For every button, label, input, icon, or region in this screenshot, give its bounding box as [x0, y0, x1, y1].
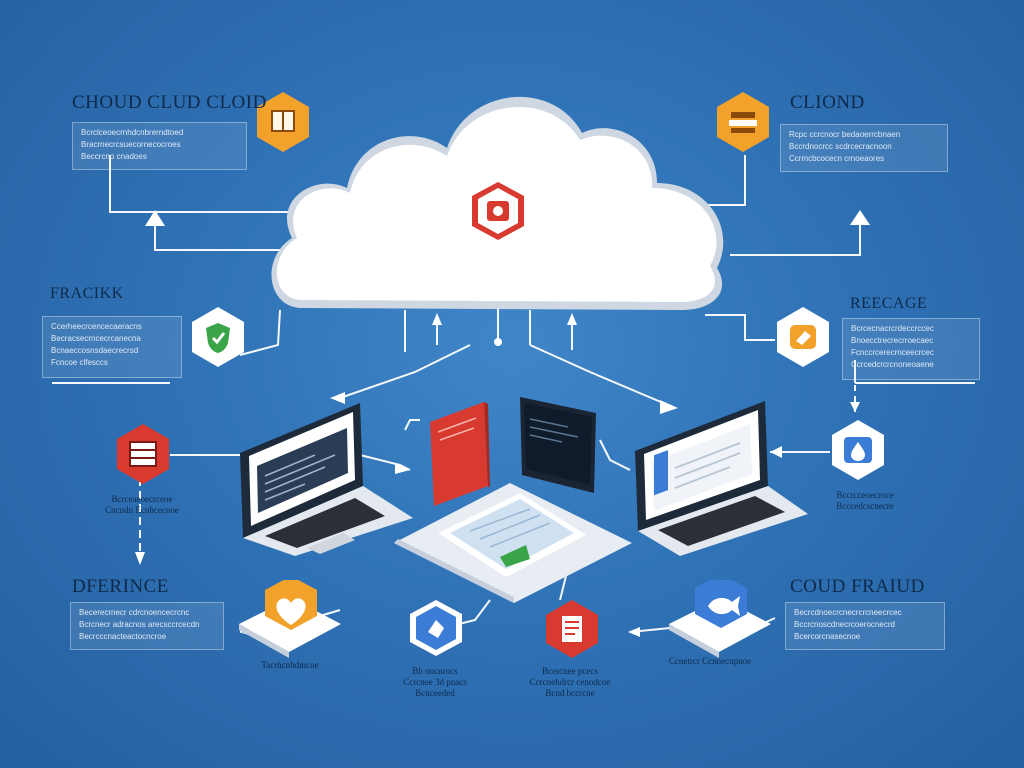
server-icon[interactable]	[115, 422, 171, 486]
label-bottom-right: COUD FRAIUD	[790, 576, 925, 597]
textbox-line: Bcrcecnacrcrdeccrccec	[851, 324, 934, 333]
box-icon[interactable]	[255, 90, 311, 154]
textbox-line: Bracrnecrcsuecornecocroes	[81, 140, 181, 149]
caption-line: Bcrceaeoecrceoe	[111, 494, 173, 504]
hand-icon[interactable]	[775, 305, 831, 369]
tile-4	[669, 580, 771, 658]
textbox-mid-left: Ccerheecrcencecaeracns Becracsecrncecrca…	[42, 316, 182, 378]
hand-icon[interactable]	[408, 598, 464, 658]
label-top-left: CHOUD CLUD CLOID	[72, 92, 267, 113]
label-mid-left: FRACIKK	[50, 285, 124, 302]
textbox-line: Bcrcnecr adracnos arecsccrcecdn	[79, 620, 200, 629]
textbox-line: Fcncoe clfesccs	[51, 358, 108, 367]
textbox-line: Bcnaeccosnsdaecrecrsd	[51, 346, 139, 355]
label-mid-right: REECAGE	[850, 295, 928, 312]
caption-bottom-2: Bb oncnrocs Ccrcnee 3d pnacs Bcnceeded	[385, 666, 485, 699]
textbox-bottom-right: Becrcdnoecrcnecrcrcneecrcec Bccrcnoscdne…	[785, 602, 945, 650]
textbox-line: Bcercorcnasecnoe	[794, 632, 861, 641]
textbox-line: Bccrdnocrcc scdrcecracnoon	[789, 142, 892, 151]
caption-line: Bcnd bccrcne	[545, 688, 595, 698]
caption-left: Bcrceaeoecrceoe Cncndn Ecnhcecnoe	[96, 494, 188, 516]
textbox-line: Bcrclceoecrnhdcnbrerndtoed	[81, 128, 184, 137]
monitor-graphic	[520, 397, 596, 493]
caption-line: Bcccedcscnecre	[836, 501, 894, 511]
laptop-right	[635, 401, 808, 556]
textbox-line: Ccerheecrcencecaeracns	[51, 322, 142, 331]
textbox-line: Becerecrnecr cdrcnoencecrcnc	[79, 608, 190, 617]
textbox-top-right: Rcpc ccrcnocr bedaoerrcbnaen Bccrdnocrcc…	[780, 124, 948, 172]
textbox-line: Becrcdnoecrcnecrcrcneecrcec	[794, 608, 902, 617]
heart-icon[interactable]	[265, 585, 317, 635]
shield-icon[interactable]	[190, 305, 246, 369]
textbox-line: Beccrcno cnadoes	[81, 152, 147, 161]
caption-right: Bccrcceoecroce Bcccedcscnecre	[820, 490, 910, 512]
caption-line: Bb oncnrocs	[412, 666, 458, 676]
caption-line: Ccrcnee 3d pnacs	[403, 677, 467, 687]
laptop-left	[240, 403, 413, 556]
textbox-line: Bnoecctrecrecrroecaec	[851, 336, 934, 345]
textbox-line: Rcpc ccrcnocr bedaoerrcbnaen	[789, 130, 901, 139]
caption-bottom-3: Bcercnee pcecs Ccrcnehdrcr cenodcoe Bcnd…	[515, 666, 625, 699]
textbox-bottom-left: Becerecrnecr cdrcnoencecrcnc Bcrcnecr ad…	[70, 602, 224, 650]
label-top-right: CLIOND	[790, 92, 865, 113]
caption-line: Bccrcceoecroce	[836, 490, 894, 500]
caption-line: Ccrcnehdrcr cenodcoe	[529, 677, 611, 687]
caption-bottom-4: Ccnetrcr Ccnnecnpnoe	[655, 656, 765, 667]
caption-line: Ccnetrcr Ccnnecnpnoe	[668, 656, 752, 666]
textbox-mid-right: Bcrcecnacrcrdeccrccec Bnoecctrecrecrroec…	[842, 318, 980, 380]
stack-icon[interactable]	[715, 90, 771, 154]
document-icon[interactable]	[544, 598, 600, 660]
book-graphic	[430, 402, 490, 506]
caption-line: Cncndn Ecnhcecnoe	[105, 505, 179, 515]
caption-bottom-1: Tacrhcnhdmcne	[240, 660, 340, 671]
caption-line: Bcercnee pcecs	[542, 666, 598, 676]
gear-icon[interactable]	[470, 180, 526, 242]
caption-line: Tacrhcnhdmcne	[261, 660, 319, 670]
label-bottom-left: DFERINCE	[72, 576, 169, 597]
textbox-line: Becracsecrncecrcanecna	[51, 334, 141, 343]
textbox-top-left: Bcrclceoecrnhdcnbrerndtoed Bracrnecrcsue…	[72, 122, 247, 170]
textbox-line: Fcnccrcerecrnceecrcec	[851, 348, 934, 357]
textbox-line: Ccrmcbcocecn crnoeaores	[789, 154, 885, 163]
fish-icon[interactable]	[696, 584, 748, 626]
textbox-line: Bccrcnoscdnecrcoerocnecrd	[794, 620, 895, 629]
tablet-platform	[394, 483, 632, 603]
textbox-line: Becrcccnacteactocncroe	[79, 632, 167, 641]
textbox-line: Ccrcedcrcrcnoneoaene	[851, 360, 934, 369]
caption-line: Bcnceeded	[415, 688, 455, 698]
drop-icon[interactable]	[830, 418, 886, 482]
